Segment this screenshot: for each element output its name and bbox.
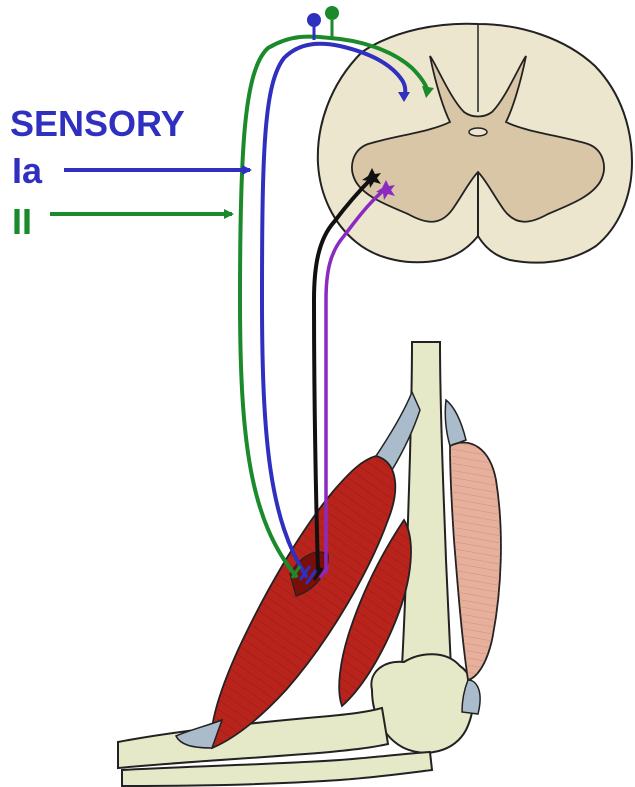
central-canal	[469, 128, 487, 136]
triceps-fiber-texture	[450, 443, 501, 680]
ii-cell-body	[325, 6, 339, 20]
humerus	[400, 342, 452, 702]
ia-cell-body	[307, 13, 321, 27]
spinal-cord-section	[318, 24, 632, 263]
triceps-tendon-upper	[445, 400, 466, 446]
